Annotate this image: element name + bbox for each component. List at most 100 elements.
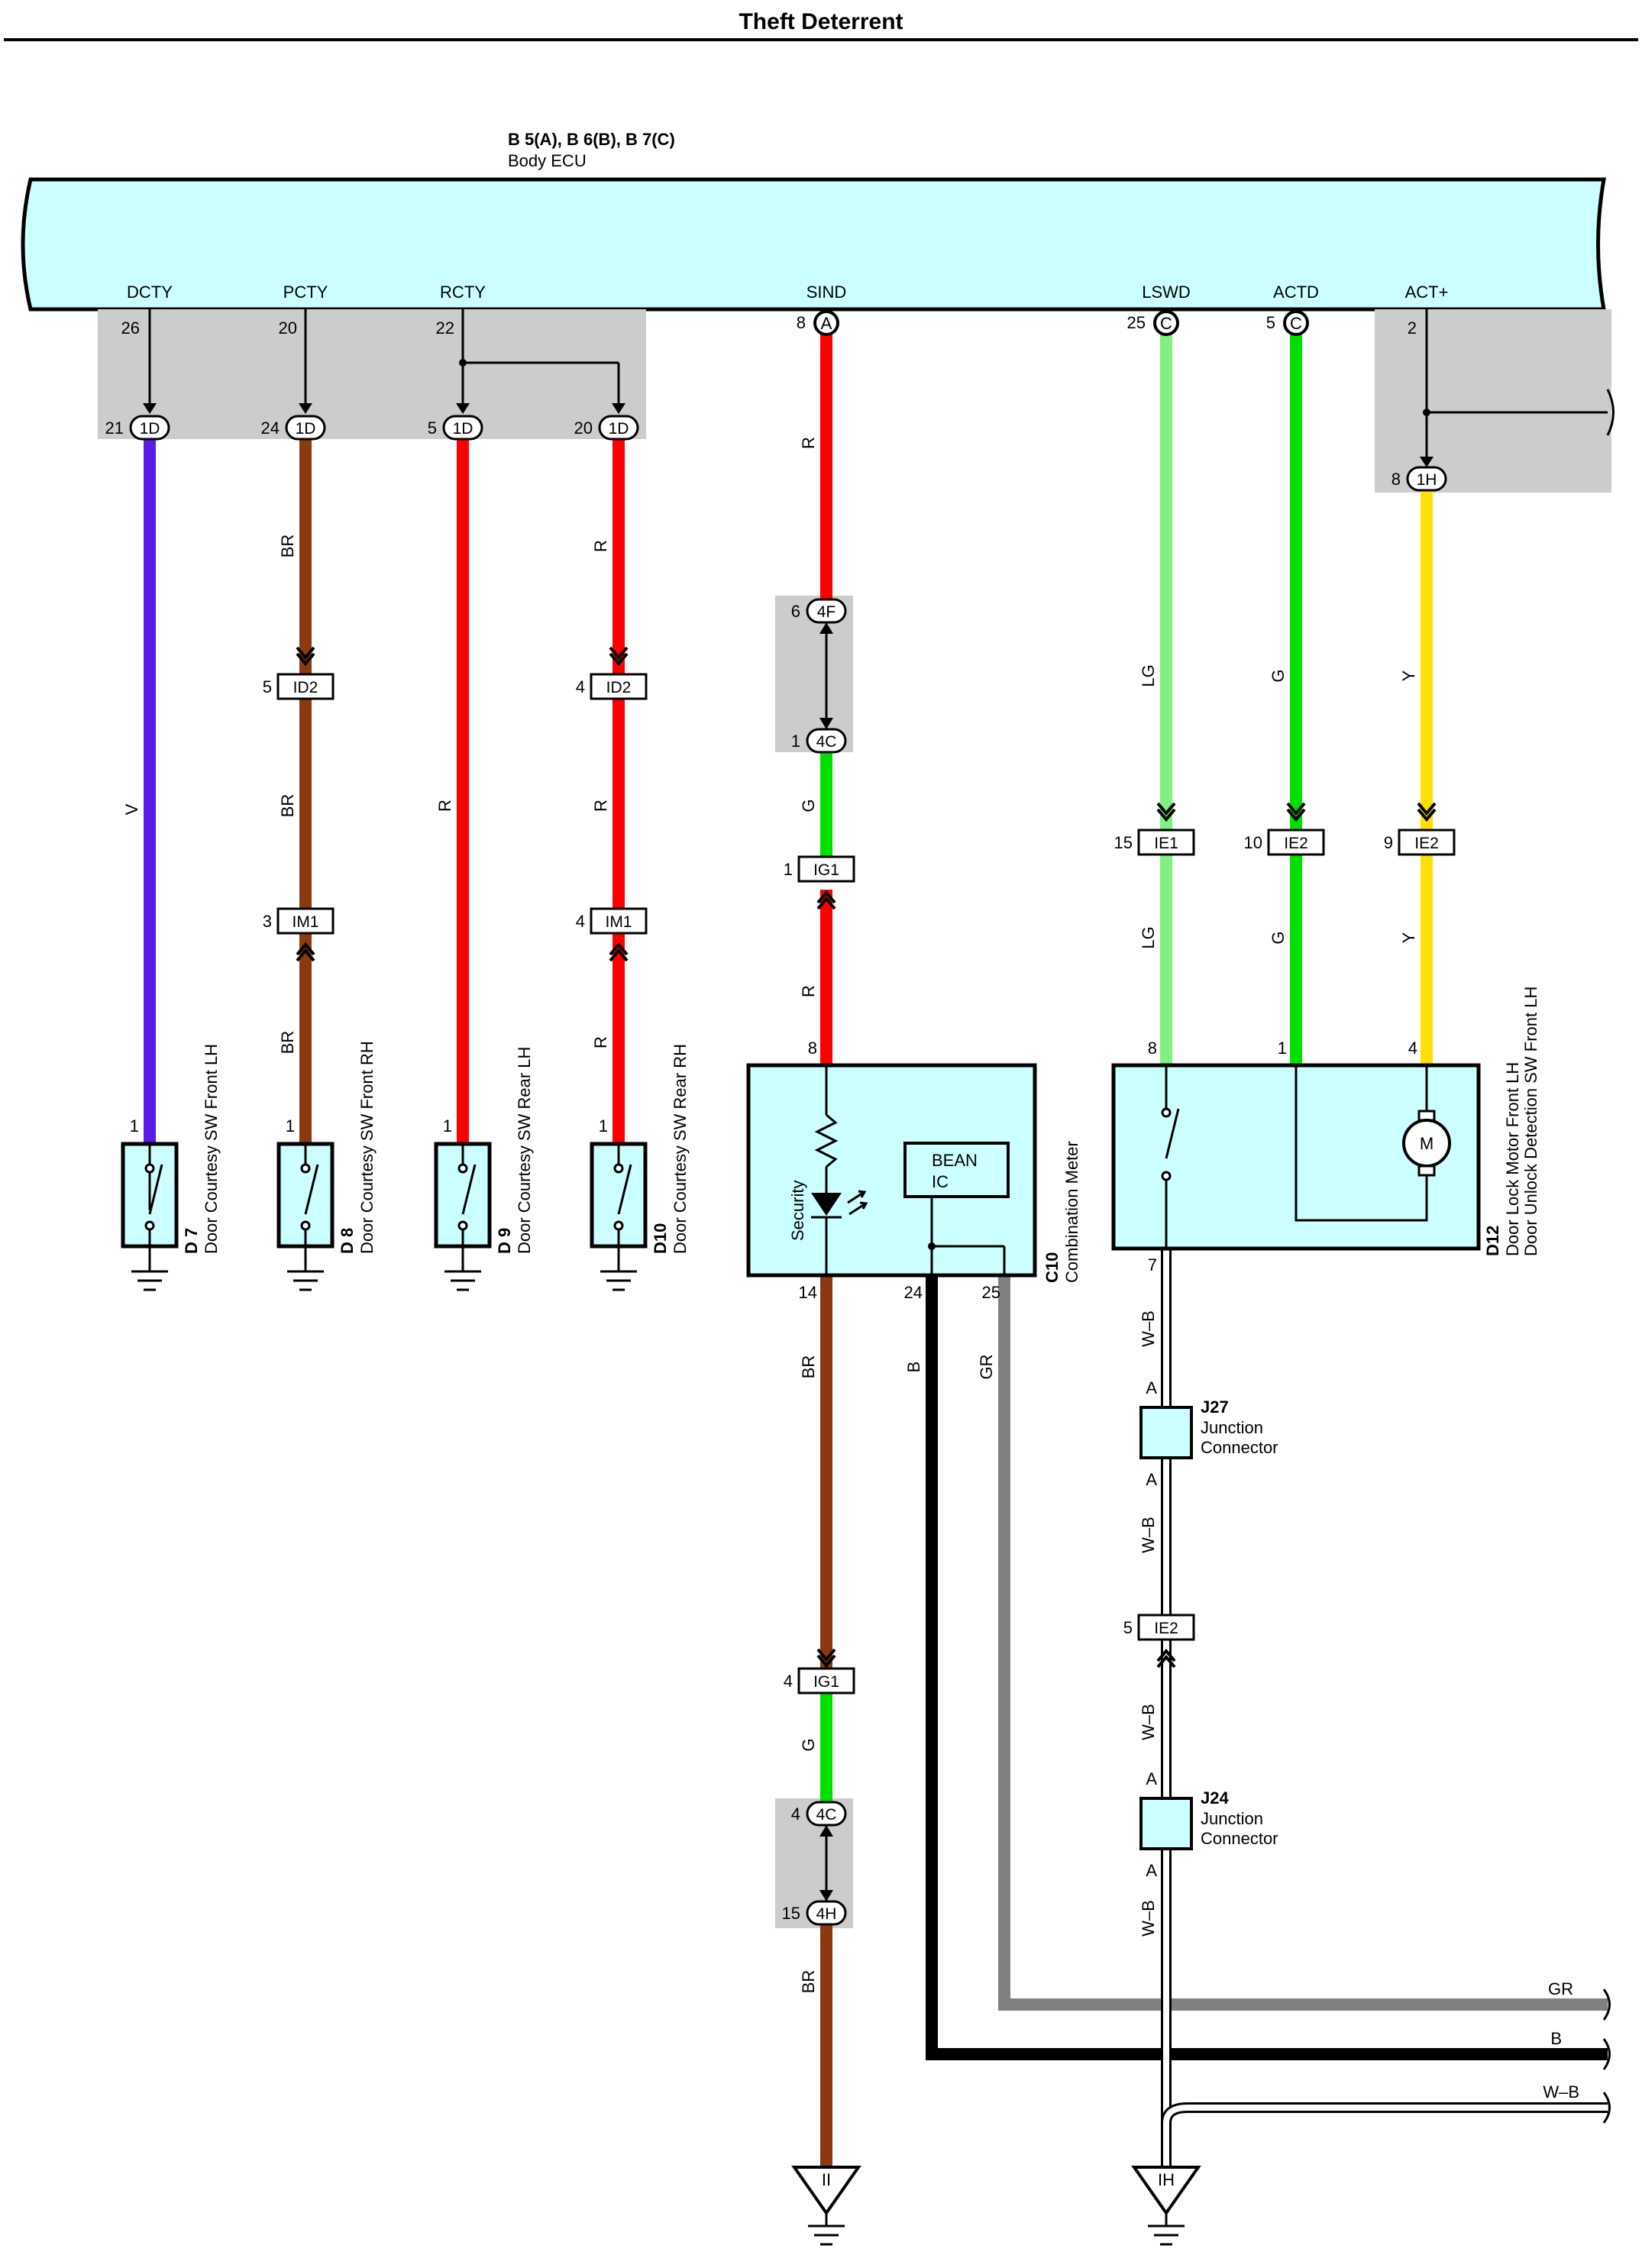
svg-text:8: 8 [808,1039,817,1058]
svg-text:G: G [1269,931,1288,944]
svg-text:B: B [904,1362,923,1373]
splice-dot [1423,409,1430,416]
svg-text:BR: BR [799,1970,818,1994]
wire-break [1602,1989,1611,2021]
switch-d10: 1 [590,1116,648,1291]
svg-text:IM1: IM1 [292,913,318,931]
svg-text:BR: BR [278,1031,297,1055]
svg-text:4: 4 [1408,1039,1417,1058]
ground-ii: II [791,2166,861,2246]
pin-num: 21 [105,418,124,438]
svg-text:II: II [822,2170,831,2189]
j27-name: Connector [1201,1438,1278,1457]
svg-text:IM1: IM1 [605,913,632,931]
pin-num: 3 [263,912,272,931]
connector-id2: ID2 [276,673,335,700]
wire-black [926,1271,1608,2060]
connector-4c: 4C [806,1801,847,1827]
pin-num: 15 [1114,833,1133,852]
svg-text:R: R [435,800,454,812]
d12-name: Door Lock Motor Front LH [1503,1062,1522,1256]
wire-break [1602,2092,1611,2124]
svg-text:1D: 1D [453,420,474,438]
pin-num: 24 [261,418,280,438]
svg-text:BR: BR [799,1355,818,1379]
switch-d7: 1 [121,1116,179,1291]
d12-code: D12 [1483,1226,1502,1256]
svg-text:GR: GR [977,1355,996,1380]
pin-num: 9 [1384,833,1393,852]
svg-text:1: 1 [130,1116,139,1136]
connector-4c: 4C [806,728,847,754]
ecu-pin: 5 [1266,313,1275,332]
j24-code: J24 [1201,1788,1229,1808]
ecu-terminal-dcty: DCTY [127,283,173,302]
svg-text:W–B: W–B [1139,1704,1158,1740]
connector-1d: 1D [598,415,639,441]
shade-1h [1375,309,1611,493]
svg-text:W–B: W–B [1139,1900,1158,1937]
svg-text:V: V [122,803,141,815]
svg-text:IG1: IG1 [813,1673,839,1691]
security-indicator-label: Security [788,1181,807,1241]
d9-name: Door Courtesy SW Rear LH [515,1047,534,1254]
svg-text:W–B: W–B [1139,1517,1158,1553]
svg-text:A: A [1146,1470,1157,1489]
pin-num: 4 [576,677,585,696]
svg-text:8: 8 [1148,1039,1157,1058]
connector-im1: IM1 [590,907,648,935]
svg-text:G: G [1269,669,1288,682]
d10-name: Door Courtesy SW Rear RH [671,1044,690,1254]
connector-4h: 4H [806,1900,847,1926]
svg-text:A: A [1146,1769,1157,1788]
ecu-terminal-sind: SIND [806,283,847,302]
svg-text:LG: LG [1139,926,1158,948]
j27-code: J27 [1201,1397,1229,1417]
shade-1d [98,309,646,439]
connector-ie1: IE1 [1137,829,1195,856]
splice-dot [459,359,467,367]
d12-name: Door Unlock Detection SW Front LH [1521,987,1540,1256]
pin-num: 5 [263,677,272,696]
ecu-terminal-actd: ACTD [1273,283,1319,302]
svg-text:IE2: IE2 [1284,835,1308,852]
pin-num: 4 [784,1672,793,1691]
svg-text:C: C [1290,314,1302,333]
ecu-terminal-rcty: RCTY [440,283,486,302]
pin-num: 20 [574,418,593,438]
svg-text:R: R [591,800,610,812]
d8-code: D 8 [338,1228,357,1254]
svg-text:IE1: IE1 [1154,835,1178,852]
svg-text:A: A [1146,1378,1157,1397]
svg-text:R: R [799,437,818,449]
svg-text:A: A [821,314,832,333]
pin-num: 10 [1244,833,1262,852]
j24-name: Junction [1201,1809,1263,1828]
connector-ig1: IG1 [797,855,855,883]
svg-text:1: 1 [443,1116,452,1136]
d9-code: D 9 [495,1228,514,1254]
svg-text:Y: Y [1399,932,1418,943]
ecu-pin: 20 [279,318,297,338]
connector-ig1: IG1 [797,1667,855,1695]
svg-text:ID2: ID2 [606,679,632,696]
svg-text:LG: LG [1139,664,1158,687]
svg-text:C: C [1160,314,1172,333]
ecu-terminal-lswd: LSWD [1142,283,1191,302]
wire-gray [998,1271,1608,2011]
junction-j27: A A [1139,1378,1193,1489]
svg-text:GR: GR [1548,1979,1573,1998]
pin-num: 8 [1391,470,1401,489]
ecu-pin: 8 [797,313,806,332]
connector-ie2: IE2 [1137,1614,1195,1641]
svg-text:R: R [591,540,610,552]
connector-4f: 4F [806,598,847,624]
pin-num: 25 [982,1283,1000,1302]
ecu-name: Body ECU [508,151,587,170]
svg-text:4F: 4F [817,603,836,621]
svg-text:ID2: ID2 [293,679,318,696]
wire-white-black [1161,1249,1608,2169]
pin-num: 5 [428,418,437,438]
pin-num: 4 [791,1804,800,1824]
wire-break [1606,389,1615,436]
